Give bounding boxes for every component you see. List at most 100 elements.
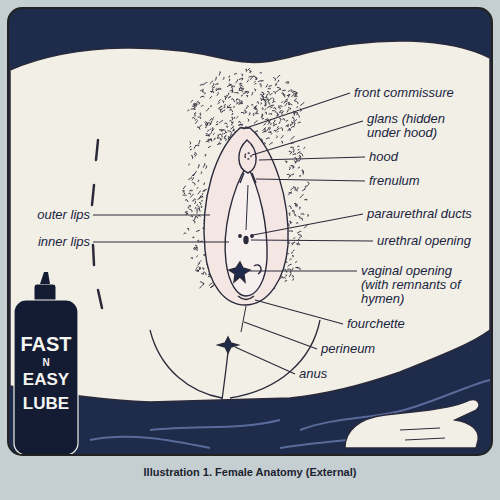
hair-stroke bbox=[301, 214, 304, 215]
hair-stroke bbox=[294, 94, 297, 97]
hair-stroke bbox=[292, 276, 294, 278]
part-label: perineum bbox=[321, 342, 375, 356]
hair-stroke bbox=[202, 268, 204, 270]
hair-stroke bbox=[294, 123, 295, 126]
hair-stroke bbox=[241, 95, 242, 96]
glans bbox=[245, 153, 251, 159]
hair-stroke bbox=[291, 90, 292, 92]
hair-stroke bbox=[206, 165, 207, 168]
hair-stroke bbox=[241, 74, 243, 76]
hair-stroke bbox=[228, 107, 232, 108]
hair-stroke bbox=[186, 212, 187, 214]
frenulum bbox=[240, 173, 256, 183]
hair-stroke bbox=[236, 102, 237, 105]
hair-stroke bbox=[261, 92, 264, 94]
part-label: fourchette bbox=[347, 317, 405, 331]
part-label: hood bbox=[369, 150, 398, 164]
hair-stroke bbox=[229, 79, 230, 81]
hair-stroke bbox=[279, 112, 282, 115]
hair-stroke bbox=[269, 98, 272, 101]
buttock-curve bbox=[230, 320, 320, 398]
hair-stroke bbox=[282, 111, 283, 113]
hair-stroke bbox=[244, 110, 245, 112]
hair-stroke bbox=[254, 106, 256, 109]
hair-stroke bbox=[231, 87, 232, 91]
hair-stroke bbox=[299, 159, 301, 161]
squirt-marks bbox=[30, 258, 52, 267]
hair-stroke bbox=[243, 93, 246, 95]
hair-stroke bbox=[260, 72, 262, 73]
hair-stroke bbox=[259, 84, 261, 88]
hair-stroke bbox=[206, 108, 209, 112]
hair-stroke bbox=[255, 111, 257, 113]
hair-stroke bbox=[284, 96, 285, 97]
hair-stroke bbox=[289, 259, 291, 260]
hair-stroke bbox=[241, 113, 244, 115]
hair-stroke bbox=[202, 89, 203, 92]
paraurethral-duct bbox=[251, 235, 253, 237]
hair-stroke bbox=[249, 76, 252, 77]
part-label: outer lips bbox=[8, 208, 90, 222]
hair-stroke bbox=[240, 124, 241, 125]
hair-stroke bbox=[263, 99, 266, 101]
hair-stroke bbox=[232, 113, 233, 115]
frame bbox=[8, 8, 492, 455]
hair-stroke bbox=[210, 286, 213, 288]
hair-stroke bbox=[278, 108, 280, 110]
part-label: anus bbox=[299, 367, 327, 381]
hair-stroke bbox=[254, 89, 256, 92]
bottle-text: FAST bbox=[14, 334, 78, 354]
hair-stroke bbox=[240, 87, 242, 91]
hair-stroke bbox=[250, 76, 253, 79]
hair-stroke bbox=[258, 80, 262, 81]
hair-stroke bbox=[295, 160, 298, 163]
hair-stroke bbox=[200, 90, 203, 93]
hair-stroke bbox=[248, 69, 250, 71]
hair-stroke bbox=[302, 189, 305, 191]
hair-stroke bbox=[275, 84, 277, 85]
hair-stroke bbox=[262, 131, 266, 132]
hair-stroke bbox=[208, 146, 211, 148]
hair-stroke bbox=[191, 216, 193, 218]
hair-stroke bbox=[254, 81, 255, 82]
hood bbox=[239, 140, 256, 173]
hair-stroke bbox=[193, 104, 195, 106]
hair-stroke bbox=[277, 87, 281, 90]
hair-stroke bbox=[289, 104, 293, 105]
hair-stroke bbox=[285, 280, 287, 281]
hair-stroke bbox=[285, 103, 287, 106]
hair-stroke bbox=[189, 146, 191, 147]
hair-stroke bbox=[289, 221, 290, 224]
hair-stroke bbox=[199, 202, 201, 205]
hair-stroke bbox=[293, 118, 294, 121]
hair-stroke bbox=[279, 122, 280, 124]
hair-stroke bbox=[286, 275, 287, 277]
hair-stroke bbox=[213, 133, 215, 135]
hair-stroke bbox=[297, 231, 301, 233]
hair-stroke bbox=[210, 121, 212, 124]
hair-stroke bbox=[261, 115, 263, 118]
fourchette bbox=[238, 296, 254, 300]
hair-stroke bbox=[201, 172, 202, 174]
hair-stroke bbox=[206, 134, 209, 137]
leader-lines bbox=[93, 93, 373, 374]
hair-stroke bbox=[195, 153, 197, 156]
bottle-text: LUBE bbox=[14, 395, 78, 412]
hair-stroke bbox=[238, 121, 240, 123]
hair-stroke bbox=[188, 164, 190, 165]
hair-stroke bbox=[289, 206, 292, 209]
hair-stroke bbox=[300, 103, 304, 106]
hair-stroke bbox=[296, 107, 298, 108]
hair-stroke bbox=[265, 112, 267, 114]
hair-stroke bbox=[200, 84, 203, 85]
hair-stroke bbox=[227, 85, 230, 87]
hair-stroke bbox=[236, 99, 237, 100]
hair-stroke bbox=[292, 243, 294, 245]
hair-stroke bbox=[292, 255, 294, 257]
cloth-stripe bbox=[150, 420, 280, 430]
hair-stroke bbox=[289, 167, 290, 170]
hair-stroke bbox=[236, 80, 238, 83]
leader-line bbox=[253, 214, 363, 235]
hair-stroke bbox=[203, 83, 204, 85]
hair-stroke bbox=[270, 93, 273, 95]
